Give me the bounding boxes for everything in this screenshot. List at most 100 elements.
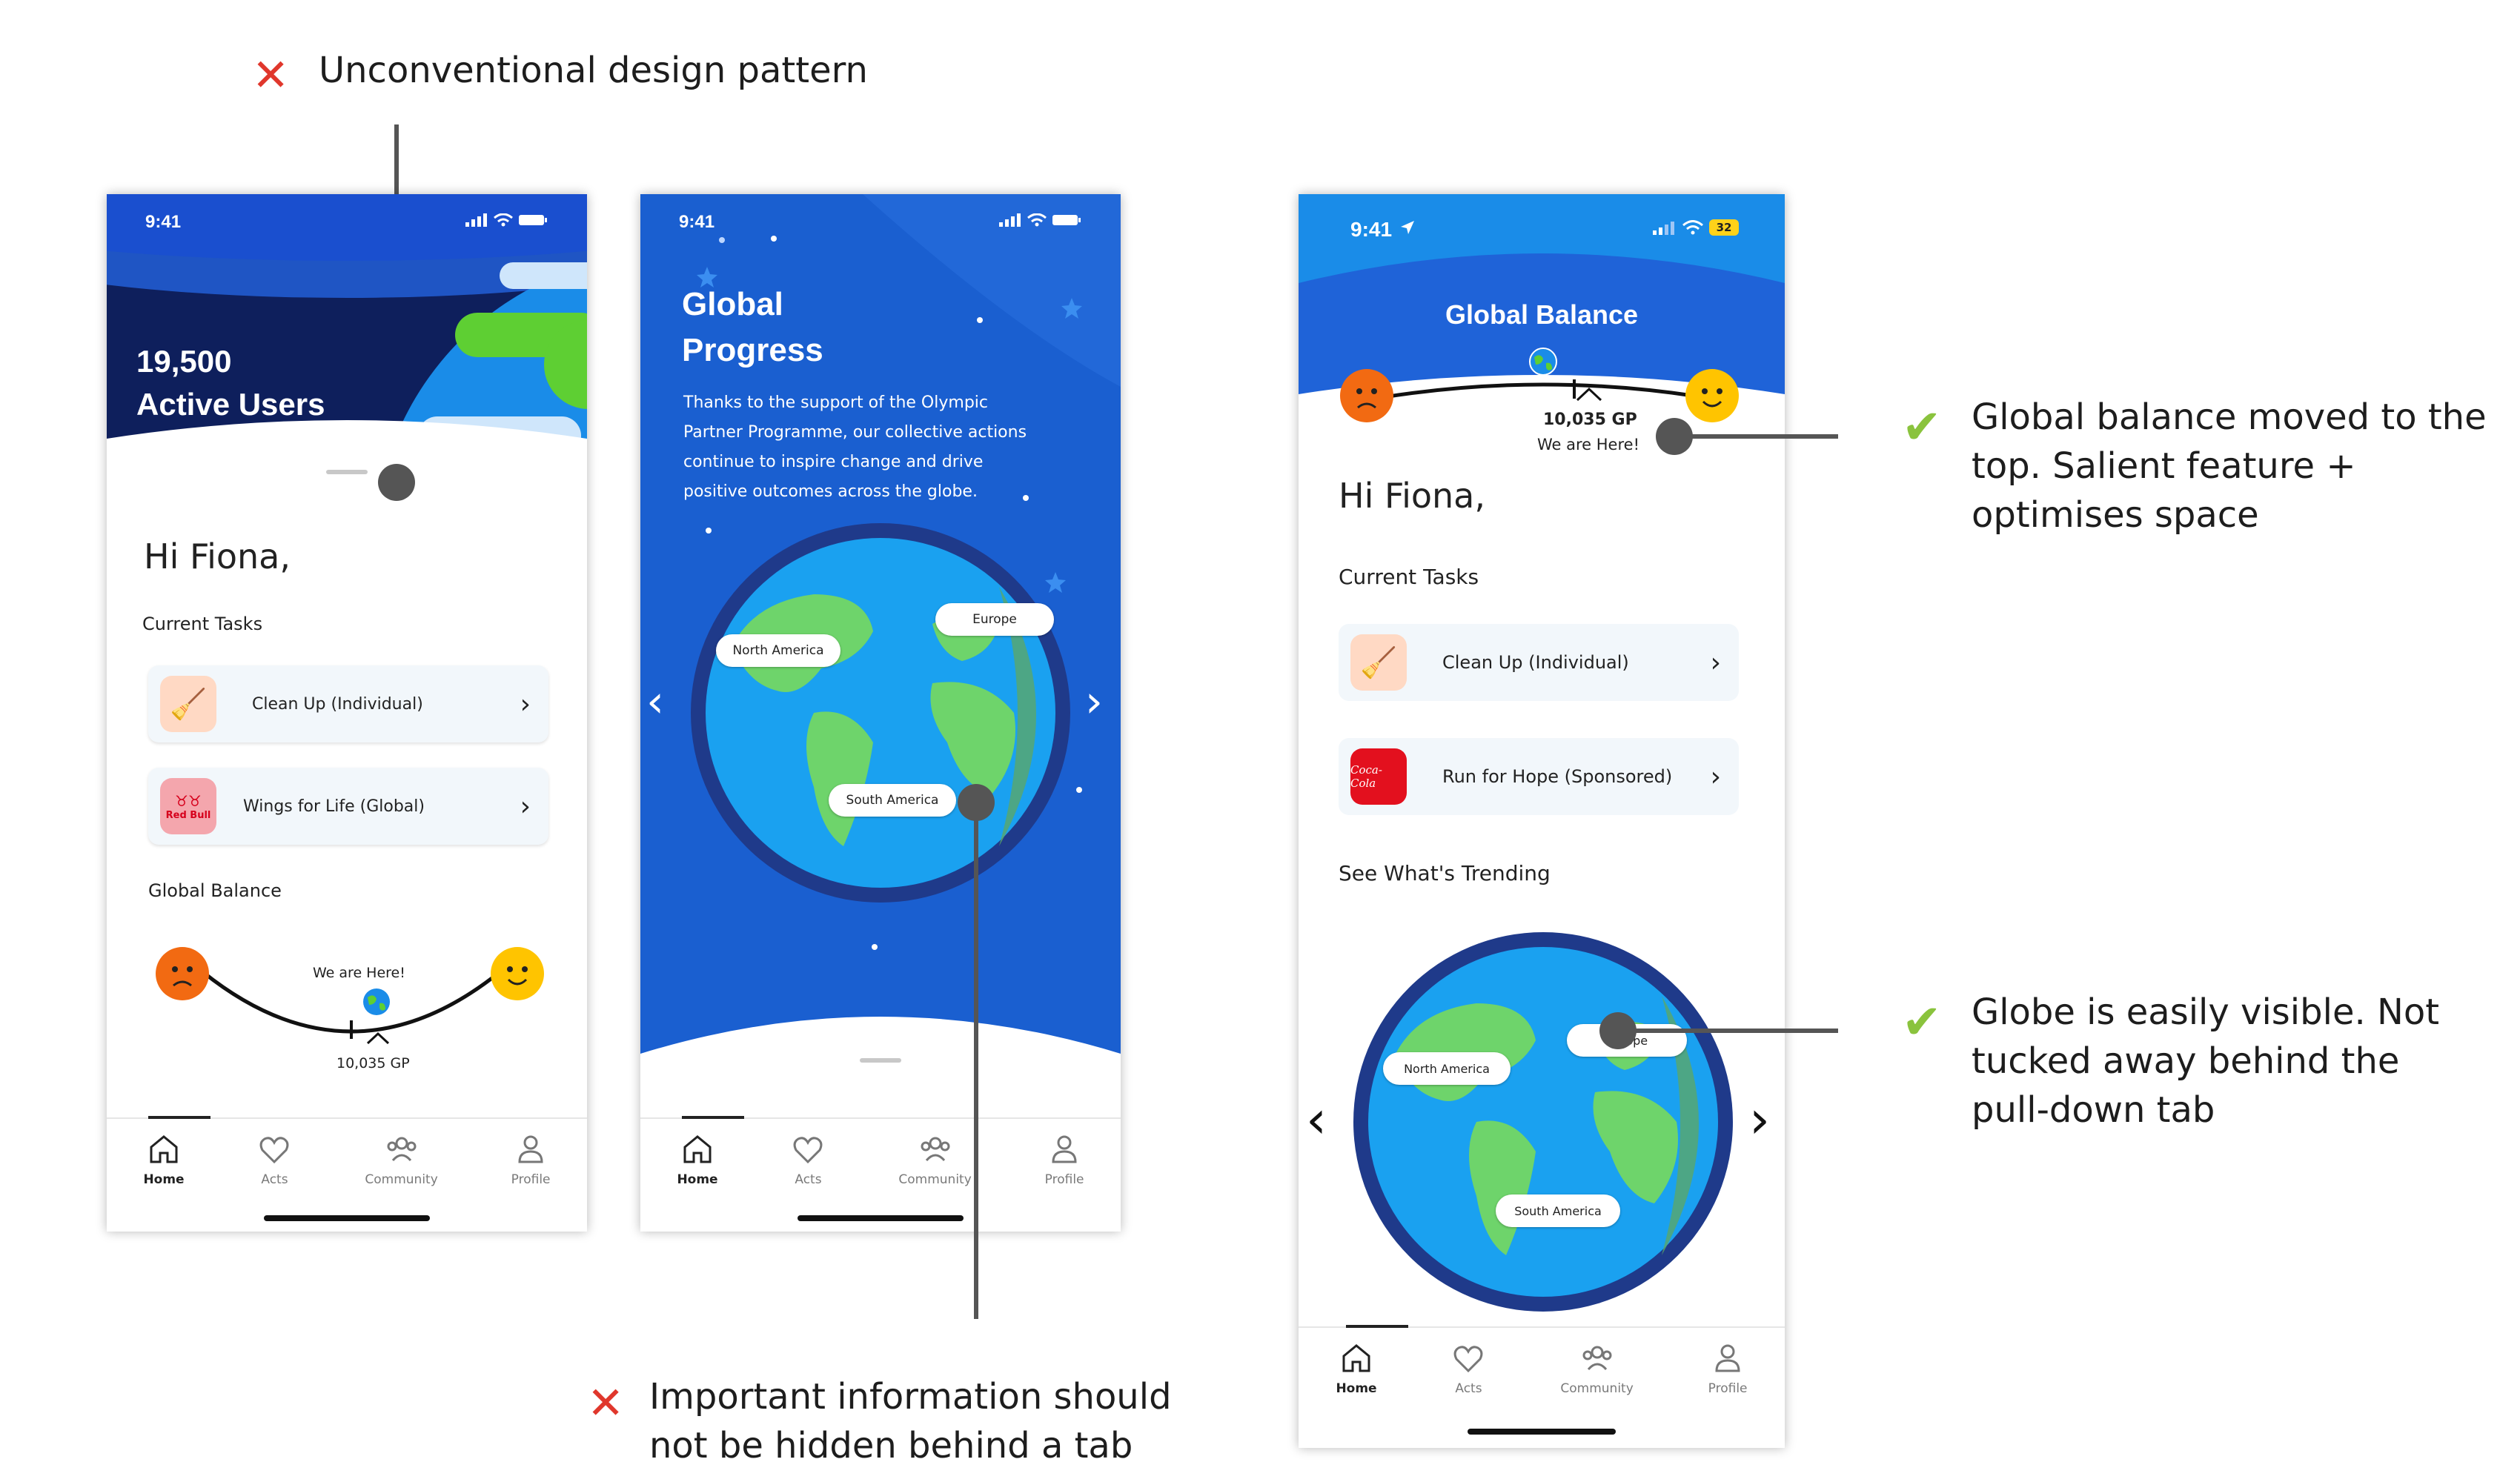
tab-profile[interactable]: Profile (511, 1132, 551, 1187)
home-icon (1342, 1344, 1370, 1372)
phone-home-original: 9:41 19,500 Active Users Hi Fiona, Curre… (107, 194, 587, 1232)
globe-illustration[interactable] (1350, 929, 1736, 1315)
status-time: 9:41 (679, 212, 715, 232)
chevron-right-icon[interactable]: › (1749, 1089, 1770, 1150)
greeting: Hi Fiona, (144, 536, 291, 576)
tab-label: Profile (511, 1172, 551, 1187)
logo-text: Red Bull (165, 809, 211, 821)
broom-icon: 🧹 (160, 676, 216, 732)
tab-acts[interactable]: Acts (791, 1132, 825, 1187)
task-card-clean-up[interactable]: 🧹 Clean Up (Individual) › (1339, 624, 1739, 701)
broom-icon: 🧹 (1350, 634, 1407, 691)
annotation-globe-line3: pull-down tab (1972, 1089, 2215, 1131)
phone-home-redesign: 9:41 32 Global Balance 10,035 GP We are … (1299, 194, 1785, 1448)
region-pill-europe[interactable]: Europe (935, 603, 1054, 636)
home-icon (150, 1135, 178, 1163)
annotation-globe-line2: tucked away behind the (1972, 1040, 2400, 1082)
battery-icon: 32 (1709, 219, 1739, 236)
description-line: continue to inspire change and drive (683, 453, 984, 471)
tab-community[interactable]: Community (1560, 1341, 1634, 1396)
phone-global-progress: 9:41 Global Progress Thanks to the suppo… (640, 194, 1121, 1232)
region-pill-north-america[interactable]: North America (1383, 1052, 1511, 1085)
tab-profile[interactable]: Profile (1708, 1341, 1748, 1396)
gp-value: 10,035 GP (336, 1055, 410, 1071)
happy-face-icon (1685, 369, 1739, 422)
active-tab-indicator (1346, 1325, 1408, 1328)
earth-marker-icon (1529, 348, 1557, 376)
community-icon (1582, 1346, 1612, 1371)
tab-label: Home (677, 1172, 718, 1187)
region-pill-south-america[interactable]: South America (829, 784, 956, 817)
tab-label: Community (1560, 1381, 1634, 1396)
tab-home[interactable]: Home (677, 1132, 718, 1187)
balance-arc (202, 971, 501, 1039)
tab-label: Acts (261, 1172, 288, 1187)
annotation-dot (1656, 418, 1693, 455)
signal-icon (465, 213, 487, 227)
logo-text: Coca-Cola (1350, 763, 1382, 790)
annotation-dot (1599, 1012, 1637, 1049)
globe-illustration[interactable] (688, 520, 1073, 906)
tab-acts[interactable]: Acts (257, 1132, 291, 1187)
description-line: positive outcomes across the globe. (683, 482, 978, 501)
home-icon (683, 1135, 712, 1163)
wifi-icon (1682, 220, 1703, 235)
tab-community[interactable]: Community (365, 1132, 438, 1187)
gp-value: 10,035 GP (1543, 411, 1637, 429)
caret-up-icon (1576, 387, 1602, 402)
tabbar-divider (640, 1117, 1121, 1119)
we-are-here-label: We are Here! (313, 965, 405, 981)
current-tasks-heading: Current Tasks (1339, 565, 1479, 589)
tab-label: Home (143, 1172, 185, 1187)
community-icon (921, 1137, 950, 1162)
redbull-logo: ♉♉ Red Bull (160, 778, 216, 834)
tab-label: Profile (1044, 1172, 1084, 1187)
status-icons (999, 213, 1082, 227)
task-card-clean-up[interactable]: 🧹 Clean Up (Individual) › (148, 665, 548, 742)
task-card-run-for-hope[interactable]: Coca-Cola Run for Hope (Sponsored) › (1339, 738, 1739, 815)
global-balance-heading: Global Balance (148, 880, 282, 901)
description-text: Thanks to the support of the Olympic Par… (683, 388, 1098, 507)
heart-icon (260, 1137, 289, 1164)
pull-down-handle[interactable] (860, 1058, 901, 1063)
region-pill-south-america[interactable]: South America (1496, 1194, 1620, 1227)
red-x-icon: ✕ (587, 1378, 625, 1429)
active-users-count: 19,500 (136, 344, 232, 379)
tab-community[interactable]: Community (898, 1132, 972, 1187)
heart-icon (1454, 1346, 1483, 1373)
status-time: 9:41 (145, 212, 182, 232)
tab-label: Community (365, 1172, 438, 1187)
heart-icon (794, 1137, 823, 1164)
pull-down-handle[interactable] (326, 470, 368, 474)
balance-arc (1357, 379, 1729, 404)
tab-home[interactable]: Home (143, 1132, 185, 1187)
tab-home[interactable]: Home (1336, 1341, 1377, 1396)
community-icon (387, 1137, 417, 1162)
annotation-balance-line3: optimises space (1972, 494, 2259, 536)
chevron-left-icon[interactable]: ‹ (1306, 1089, 1327, 1150)
task-label: Run for Hope (Sponsored) (1442, 766, 1673, 787)
annotation-dot (378, 464, 415, 501)
tab-bar: Home Acts Community Profile (1299, 1341, 1785, 1396)
tabbar-divider (107, 1117, 587, 1119)
sad-face-icon (156, 947, 209, 1000)
tab-bar: Home Acts Community Profile (640, 1132, 1121, 1187)
tab-profile[interactable]: Profile (1045, 1132, 1084, 1187)
region-pill-north-america[interactable]: North America (716, 634, 840, 667)
profile-icon (518, 1135, 543, 1163)
tab-label: Community (898, 1172, 972, 1187)
chevron-right-icon: › (1710, 761, 1721, 792)
chevron-left-icon[interactable]: ‹ (646, 676, 664, 728)
tab-acts[interactable]: Acts (1451, 1341, 1485, 1396)
home-indicator (1468, 1429, 1616, 1435)
task-card-wings-for-life[interactable]: ♉♉ Red Bull Wings for Life (Global) › (148, 768, 548, 845)
page-title-line1: Global (682, 286, 783, 322)
active-tab-indicator (148, 1116, 210, 1119)
chevron-right-icon[interactable]: › (1085, 676, 1103, 728)
annotation-globe-line1: Globe is easily visible. Not (1972, 991, 2440, 1033)
tab-label: Profile (1708, 1381, 1748, 1396)
profile-icon (1052, 1135, 1077, 1163)
we-are-here-label: We are Here! (1537, 436, 1639, 453)
home-indicator (264, 1215, 430, 1221)
chevron-right-icon: › (520, 688, 531, 720)
